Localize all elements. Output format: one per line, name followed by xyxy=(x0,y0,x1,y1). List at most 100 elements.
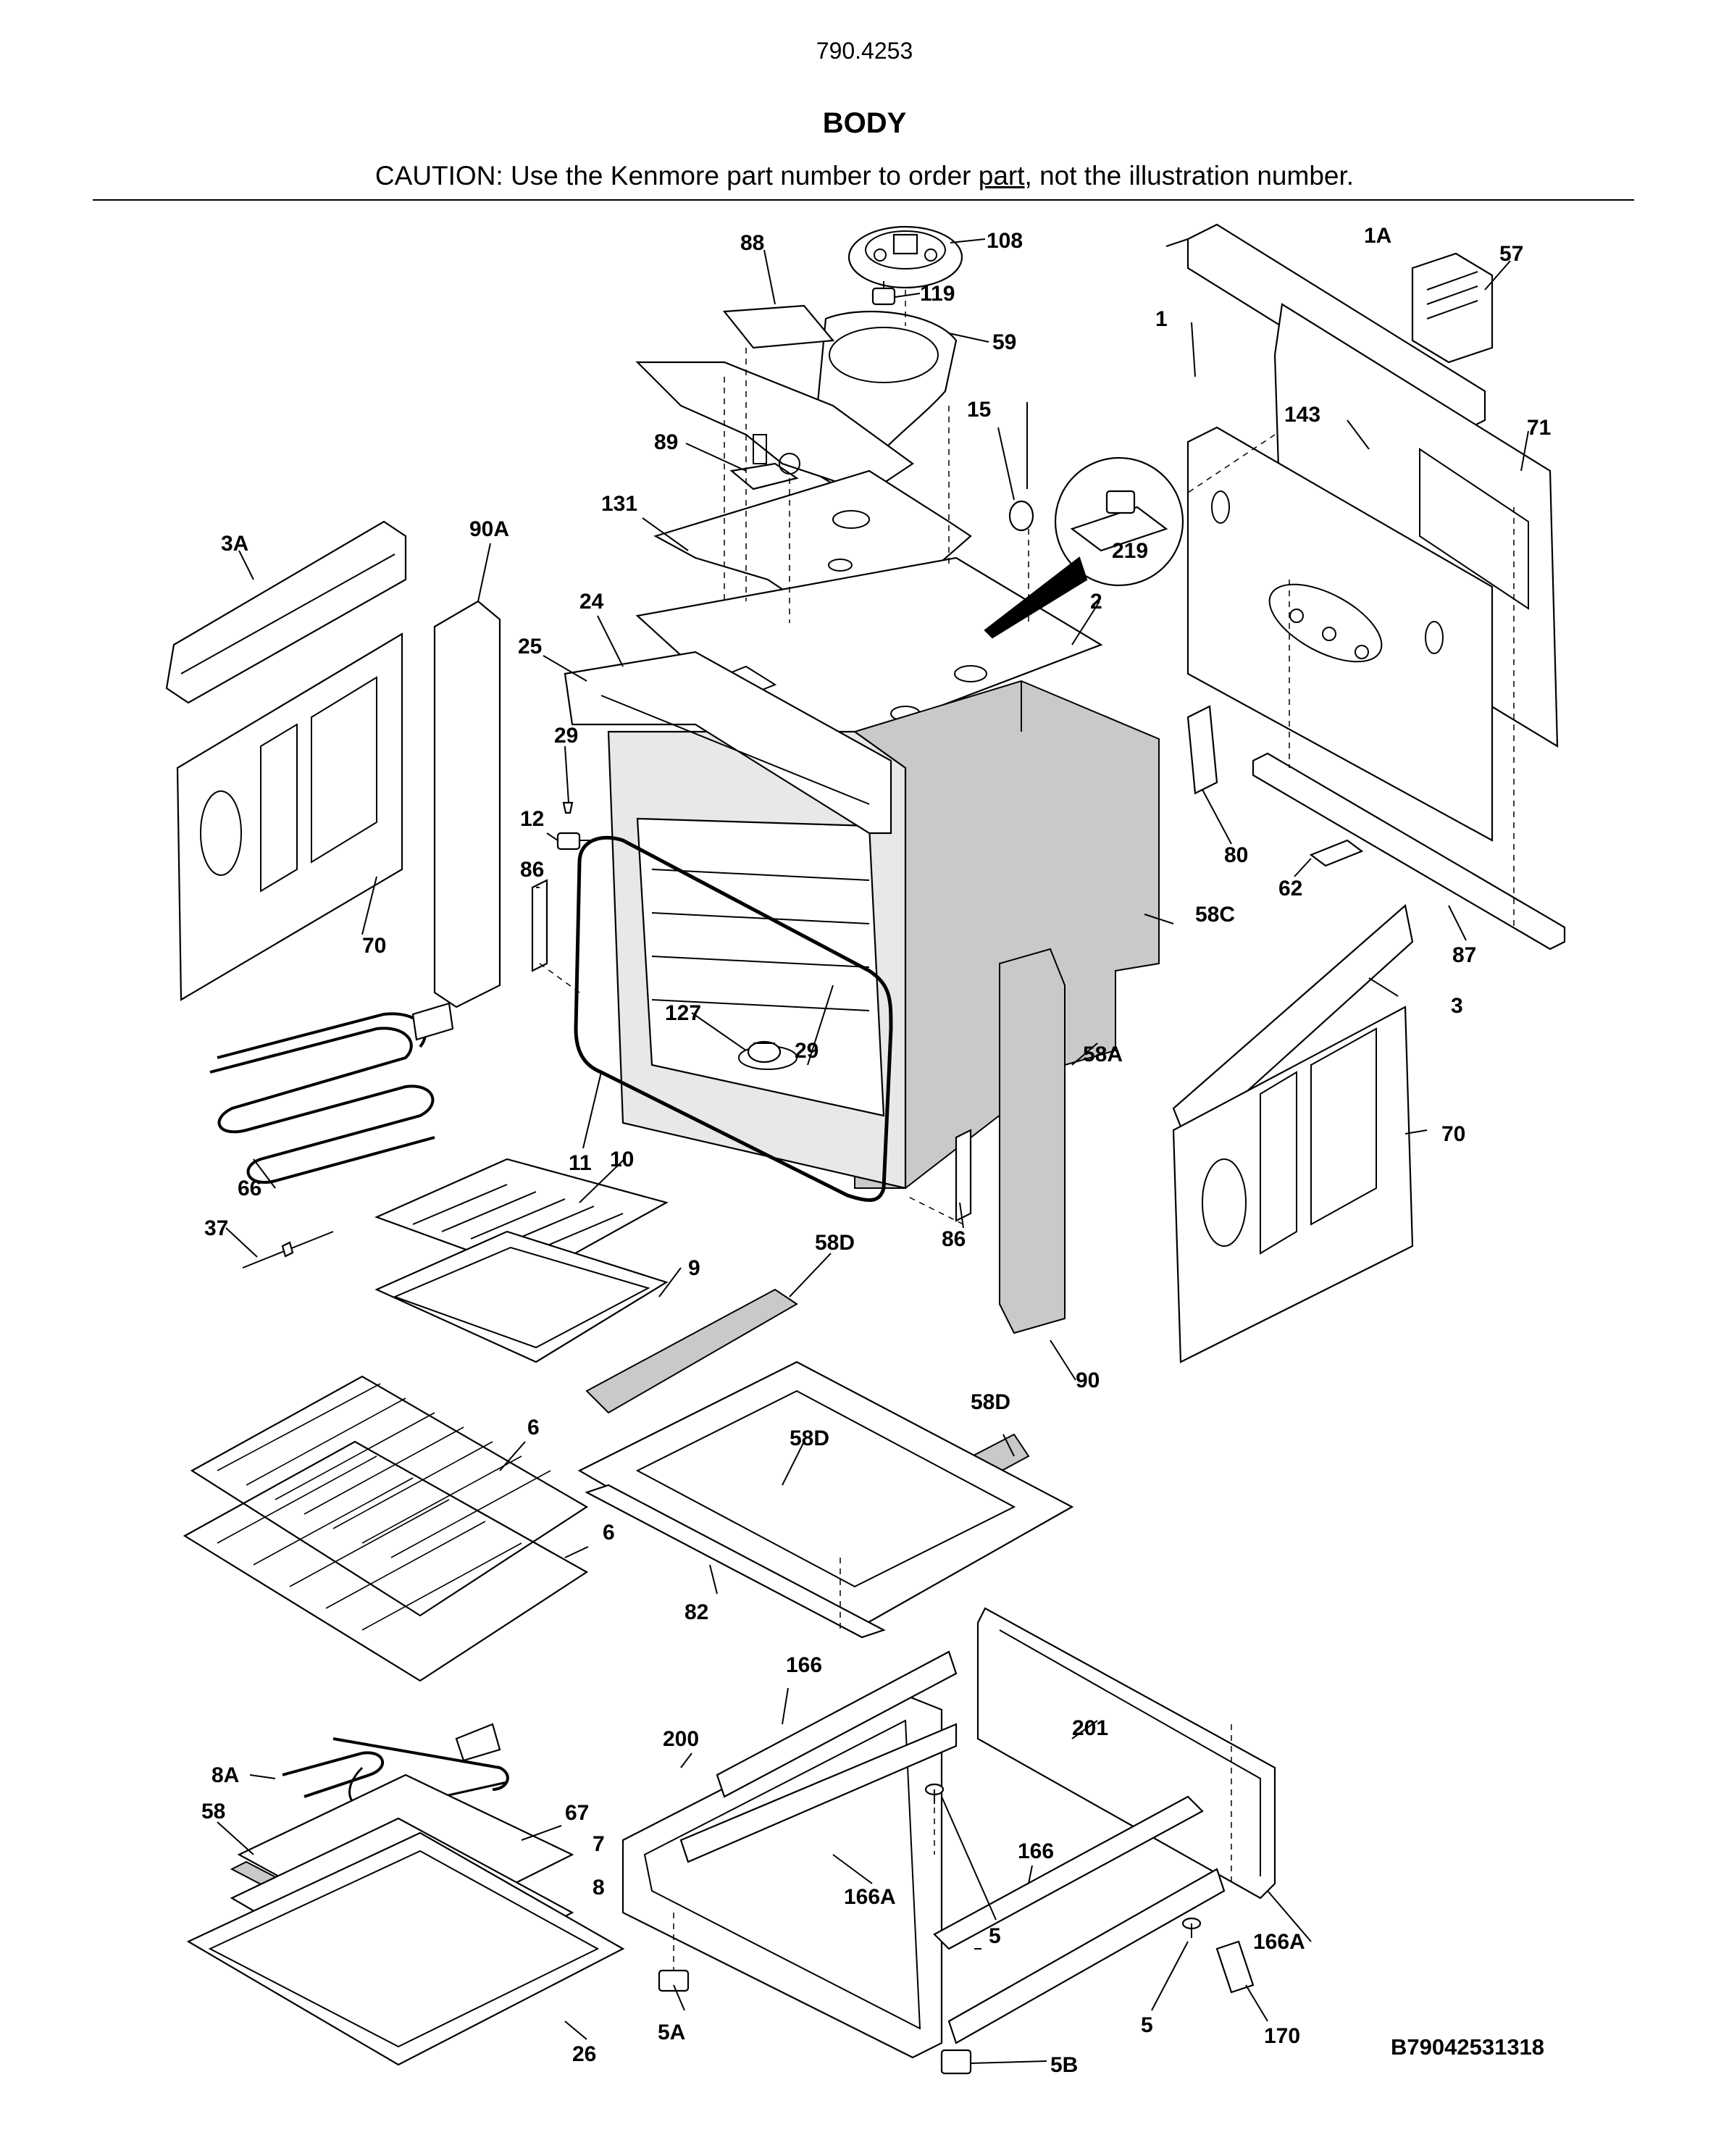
part-lower-tray xyxy=(186,1831,625,2066)
callout-25: 25 xyxy=(518,635,542,659)
callout-3: 3 xyxy=(1451,994,1463,1018)
callout-26: 26 xyxy=(572,2042,596,2066)
callout-58d: 58D xyxy=(815,1231,855,1255)
part-left-insulation-rail xyxy=(433,600,501,1008)
callout-11: 11 xyxy=(569,1151,592,1175)
callout-6: 6 xyxy=(527,1416,540,1440)
part-oven-rack-lower xyxy=(183,1440,589,1682)
figure-id: B79042531318 xyxy=(1391,2034,1545,2060)
callout-86: 86 xyxy=(520,858,544,882)
part-base-rail-right xyxy=(933,1795,1204,1950)
part-screw-29 xyxy=(562,801,574,814)
part-convection-fan-motor xyxy=(847,225,963,289)
part-door-switch xyxy=(556,832,593,851)
part-oven-light xyxy=(747,1040,782,1064)
part-leg-bracket xyxy=(1215,1940,1255,1994)
caution-text: CAUTION: Use the Kenmore part number to … xyxy=(374,161,979,191)
part-door-hinge-receptacle-right xyxy=(955,1129,972,1222)
callout-15: 15 xyxy=(967,398,991,422)
callout-59: 59 xyxy=(992,330,1016,354)
callout-80: 80 xyxy=(1224,843,1248,867)
callout-166a-b: 166A xyxy=(1253,1930,1305,1954)
callout-7: 7 xyxy=(593,1832,605,1856)
part-terminal-block xyxy=(1309,839,1364,867)
callout-2: 2 xyxy=(1090,590,1102,614)
caution-part-link[interactable]: part xyxy=(978,161,1025,191)
part-caster-rear xyxy=(940,2049,972,2075)
part-door-hinge-receptacle-left xyxy=(531,879,548,972)
callout-57: 57 xyxy=(1499,242,1523,266)
callout-10: 10 xyxy=(610,1148,634,1171)
callout-82: 82 xyxy=(685,1600,708,1624)
callout-127: 127 xyxy=(665,1001,701,1025)
callout-201: 201 xyxy=(1072,1716,1108,1740)
callout-166a: 166A xyxy=(844,1885,896,1909)
callout-71: 71 xyxy=(1527,416,1551,440)
part-fan-bracket xyxy=(635,304,914,494)
callout-58d-b: 58D xyxy=(971,1390,1010,1414)
callout-37: 37 xyxy=(204,1216,228,1240)
part-oven-cavity xyxy=(607,730,907,1190)
callout-170: 170 xyxy=(1264,2024,1300,2048)
callout-67: 67 xyxy=(565,1801,589,1825)
part-hi-limit-thermostat-detail xyxy=(984,456,1184,639)
callout-87: 87 xyxy=(1452,943,1476,967)
callout-108: 108 xyxy=(987,229,1023,253)
callout-5: 5 xyxy=(989,1924,1001,1948)
callout-70-b: 70 xyxy=(1441,1122,1465,1146)
leader-lines xyxy=(217,238,1529,2064)
callout-1a: 1A xyxy=(1364,224,1391,248)
part-vent-cover xyxy=(1411,252,1494,364)
part-oven-rack-upper xyxy=(190,1375,589,1617)
part-bottom-trim xyxy=(585,1484,886,1639)
part-base-rail-left xyxy=(716,1650,958,1798)
alignment-lines xyxy=(539,290,1515,1971)
callout-29-b: 29 xyxy=(795,1039,819,1063)
callout-89: 89 xyxy=(654,430,678,454)
callout-5a: 5A xyxy=(658,2021,685,2044)
callout-66: 66 xyxy=(238,1177,261,1200)
callout-9: 9 xyxy=(688,1256,700,1280)
model-number: 790.4253 xyxy=(816,38,913,64)
callout-86-b: 86 xyxy=(942,1227,966,1251)
part-left-side-trim xyxy=(165,520,407,704)
callout-219: 219 xyxy=(1112,539,1148,563)
callout-58c: 58C xyxy=(1195,903,1235,927)
part-back-panel xyxy=(1186,426,1494,842)
callout-1: 1 xyxy=(1155,307,1168,331)
caution-text-end: , not the illustration number. xyxy=(1024,161,1355,191)
callout-labels: 88 108 119 59 1A 57 1 143 71 15 89 131 2… xyxy=(201,224,1551,2077)
callout-58a: 58A xyxy=(1083,1043,1123,1066)
callout-119: 119 xyxy=(920,282,955,306)
callout-90a: 90A xyxy=(469,517,509,541)
part-temperature-sensor xyxy=(1008,402,1034,532)
callout-166-b: 166 xyxy=(1018,1839,1054,1863)
part-bake-element-upper xyxy=(209,1002,454,1184)
part-door-gasket xyxy=(574,835,893,1203)
part-base-frame-rear xyxy=(976,1607,1276,1900)
part-broil-pan xyxy=(374,1230,669,1363)
part-rear-lower-trim xyxy=(1252,752,1566,950)
caution-note: CAUTION: Use the Kenmore part number to … xyxy=(0,161,1729,191)
part-front-frame xyxy=(564,651,892,835)
callout-5-b: 5 xyxy=(1141,2013,1153,2037)
part-oven-cavity-insulation xyxy=(854,680,1160,1189)
part-rear-trim-upper xyxy=(1186,223,1486,436)
callout-62: 62 xyxy=(1278,877,1302,901)
callout-58: 58 xyxy=(201,1800,225,1823)
part-fan-blade xyxy=(871,281,896,306)
callout-29: 29 xyxy=(554,724,578,748)
part-rack-support xyxy=(242,1231,334,1269)
callout-12: 12 xyxy=(520,807,544,831)
part-base-rail-left-support xyxy=(679,1723,958,1863)
section-title: BODY xyxy=(822,107,907,139)
part-left-side-panel xyxy=(176,632,403,1001)
part-terminal-bracket xyxy=(1186,705,1218,795)
part-leveling-leg-2 xyxy=(1181,1917,1202,1938)
callout-200: 200 xyxy=(663,1727,699,1751)
header-divider xyxy=(93,199,1634,201)
callout-90: 90 xyxy=(1076,1369,1100,1392)
part-caster-front xyxy=(658,1969,690,1992)
